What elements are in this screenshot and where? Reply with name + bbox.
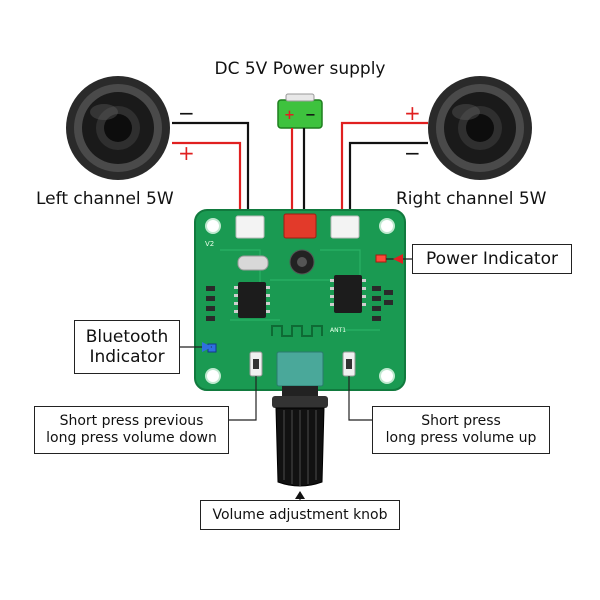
bluetooth-indicator-arrow xyxy=(202,342,212,352)
power-supply-label: DC 5V Power supply xyxy=(214,59,386,79)
antenna-label: ANT1 xyxy=(330,327,346,334)
battery-minus-sign: − xyxy=(305,108,316,123)
previous-button-text-2: long press volume down xyxy=(46,430,217,446)
battery-icon xyxy=(277,93,323,129)
board-version-label: V2 xyxy=(205,240,214,248)
volume-knob-text: Volume adjustment knob xyxy=(212,506,388,523)
bluetooth-indicator-callout: Bluetooth Indicator xyxy=(74,320,180,374)
power-indicator-arrow xyxy=(393,254,403,264)
battery-plus-sign: + xyxy=(284,108,295,123)
previous-button-text-1: Short press previous xyxy=(59,413,204,430)
bluetooth-indicator-text-1: Bluetooth xyxy=(85,326,169,347)
left-speaker xyxy=(66,76,170,180)
volume-knob xyxy=(272,386,328,487)
volume-knob-callout: Volume adjustment knob xyxy=(200,500,400,530)
bluetooth-indicator-text-2: Indicator xyxy=(89,347,165,367)
pcb-board xyxy=(194,209,406,391)
right-speaker-wires xyxy=(340,121,428,218)
next-button-text-1: Short press xyxy=(421,413,501,430)
left-channel-label: Left channel 5W xyxy=(36,189,174,209)
right-plus-sign: + xyxy=(404,101,421,125)
right-minus-sign: − xyxy=(404,141,421,165)
left-speaker-wires xyxy=(172,121,250,218)
power-indicator-callout: Power Indicator xyxy=(412,244,572,274)
power-wires xyxy=(290,128,306,215)
left-plus-sign: + xyxy=(178,141,195,165)
next-button-text-2: long press volume up xyxy=(385,430,537,446)
previous-button-callout: Short press previous long press volume d… xyxy=(34,406,229,454)
right-channel-label: Right channel 5W xyxy=(396,189,547,209)
left-minus-sign: − xyxy=(178,101,195,125)
knob-arrow xyxy=(295,491,305,499)
power-indicator-text: Power Indicator xyxy=(426,248,558,269)
right-speaker xyxy=(428,76,532,180)
next-button-callout: Short press long press volume up xyxy=(372,406,550,454)
